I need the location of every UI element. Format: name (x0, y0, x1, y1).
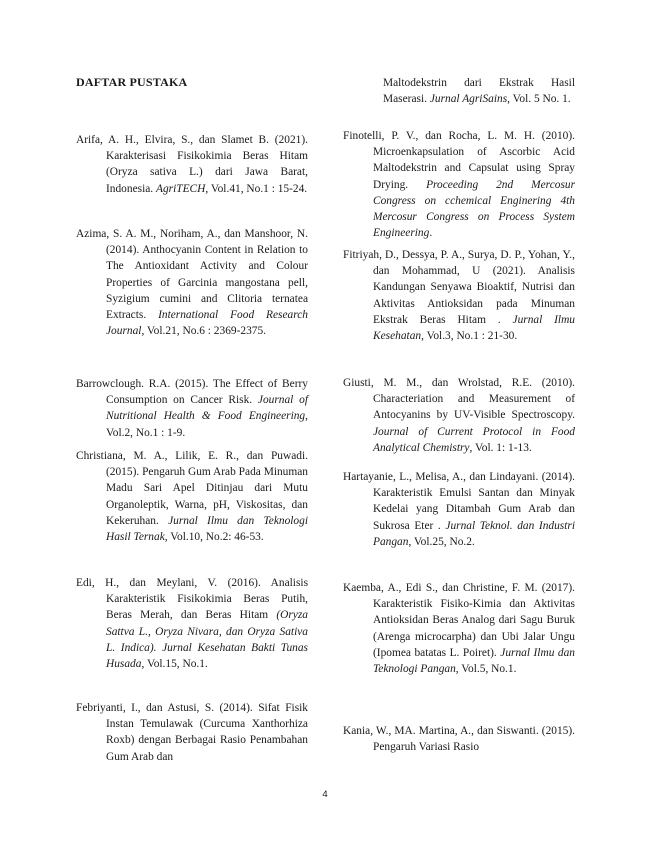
reference-text: Kaemba, A., Edi S., dan Christine, F. M.… (343, 582, 575, 659)
reference-entry: Hartayanie, L., Melisa, A., dan Lindayan… (343, 469, 575, 550)
reference-text: Azima, S. A. M., Noriham, A., dan Mansho… (76, 228, 308, 322)
reference-entry: Kaemba, A., Edi S., dan Christine, F. M.… (343, 580, 575, 677)
reference-details: , Vol.2, No.1 : 1-9. (106, 410, 308, 439)
reference-details: , Vol. 5 No. 1. (507, 93, 571, 106)
reference-journal: Jurnal Teknol. dan Industri Pangan (373, 519, 575, 548)
reference-journal: Jurnal Ilmu dan Teknologi Hasil Ternak (106, 514, 308, 544)
reference-details: . (429, 227, 433, 240)
reference-continuation: Maltodekstrin dari Ekstrak Hasil Maseras… (343, 75, 575, 107)
reference-text: Kania, W., MA. Martina, A., dan Siswanti… (343, 725, 575, 754)
reference-journal: Journal of Nutritional Health & Food Eng… (106, 394, 308, 423)
reference-journal: AgriTECH (155, 182, 206, 195)
reference-entry: Barrowclough. R.A. (2015). The Effect of… (76, 376, 308, 441)
reference-entry: Arifa, A. H., Elvira, S., dan Slamet B. … (76, 132, 308, 197)
reference-details: , Vol.10, No.2: 46-53. (164, 531, 264, 544)
reference-entry: Christiana, M. A., Lilik, E. R., dan Puw… (76, 448, 308, 545)
reference-journal: Journal of Current Protocol in Food Anal… (373, 425, 575, 454)
reference-entry: Febriyanti, I., dan Astusi, S. (2014). S… (76, 700, 308, 765)
reference-details: , Vol.41, No.1 : 15-24. (205, 182, 308, 195)
reference-entry: Edi, H., dan Meylani, V. (2016). Analisi… (76, 575, 308, 672)
reference-journal: Jurnal Ilmu Kesehatan (373, 313, 575, 343)
page-number: 4 (322, 789, 328, 800)
reference-text: Maltodekstrin dari Ekstrak Hasil Maseras… (383, 77, 575, 106)
reference-text: Giusti, M. M., dan Wrolstad, R.E. (2010)… (343, 377, 575, 422)
reference-text: Fitriyah, D., Dessya, P. A., Surya, D. P… (343, 249, 575, 326)
reference-text: Febriyanti, I., dan Astusi, S. (2014). S… (76, 702, 308, 763)
reference-entry: Finotelli, P. V., dan Rocha, L. M. H. (2… (343, 128, 575, 241)
reference-text: Edi, H., dan Meylani, V. (2016). Analisi… (76, 577, 308, 622)
reference-text: Christiana, M. A., Lilik, E. R., dan Puw… (76, 450, 308, 527)
reference-journal: International Food Research Journal (106, 309, 309, 338)
reference-details: , Vol.25, No.2. (408, 535, 475, 548)
reference-journal: Proceeding 2nd Mercosur Congress on cche… (373, 178, 576, 240)
reference-entry: Kania, W., MA. Martina, A., dan Siswanti… (343, 723, 575, 755)
reference-details: , Vol.3, No.1 : 21-30. (421, 330, 518, 343)
reference-journal: Jurnal AgriSains (429, 93, 508, 106)
reference-details: , Vol.15, No.1. (141, 658, 208, 671)
reference-details: , Vol.5, No.1. (455, 663, 517, 676)
reference-text: Barrowclough. R.A. (2015). The Effect of… (76, 378, 308, 407)
reference-entry: Fitriyah, D., Dessya, P. A., Surya, D. P… (343, 247, 575, 344)
reference-entry: Giusti, M. M., dan Wrolstad, R.E. (2010)… (343, 375, 575, 456)
reference-details: , Vol. 1: 1-13. (469, 441, 532, 454)
reference-details: , Vol.21, No.6 : 2369-2375. (141, 325, 267, 338)
reference-journal: (Oryza Sattva L., Oryza Nivara, dan Oryz… (106, 609, 308, 671)
page-heading: DAFTAR PUSTAKA (76, 75, 188, 89)
reference-text: Finotelli, P. V., dan Rocha, L. M. H. (2… (343, 130, 575, 191)
reference-text: Hartayanie, L., Melisa, A., dan Lindayan… (343, 471, 575, 532)
reference-journal: Jurnal Ilmu dan Teknologi Pangan (373, 646, 575, 676)
reference-entry: Azima, S. A. M., Noriham, A., dan Mansho… (76, 226, 308, 339)
reference-text: Arifa, A. H., Elvira, S., dan Slamet B. … (76, 134, 308, 195)
